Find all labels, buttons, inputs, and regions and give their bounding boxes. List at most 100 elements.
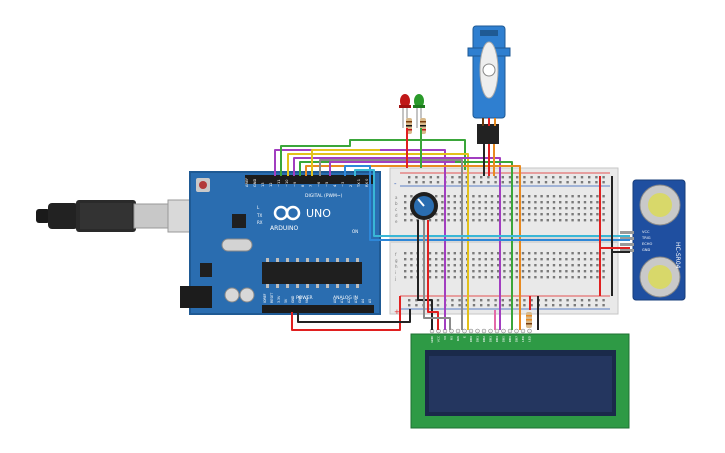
rail-hole xyxy=(465,299,468,302)
breadboard-hole xyxy=(453,270,456,273)
breadboard-hole xyxy=(490,213,494,216)
breadboard-hole xyxy=(602,252,605,255)
breadboard-hole xyxy=(478,264,481,267)
rail-hole xyxy=(566,304,569,307)
rail-hole xyxy=(494,176,497,179)
rail-hole xyxy=(458,176,461,179)
rail-hole xyxy=(487,181,490,184)
breadboard-hole xyxy=(565,252,568,255)
lcd-pin-label: GND xyxy=(430,335,434,343)
breadboard-hole xyxy=(490,201,494,204)
breadboard-hole xyxy=(583,207,587,210)
breadboard-hole xyxy=(590,264,593,267)
breadboard-hole xyxy=(484,252,487,255)
breadboard-hole xyxy=(552,213,556,216)
rail-hole xyxy=(573,176,576,179)
breadboard-hole xyxy=(577,219,580,222)
breadboard-hole xyxy=(404,270,407,273)
breadboard-hole xyxy=(602,219,605,222)
power-label: POWER xyxy=(296,295,313,301)
breadboard-hole xyxy=(559,252,562,255)
rail-hole xyxy=(595,304,598,307)
power-pin-label: RESET xyxy=(270,293,274,303)
breadboard-hole xyxy=(472,195,475,198)
rail-hole xyxy=(436,176,440,179)
breadboard-hole xyxy=(571,219,574,222)
breadboard-hole xyxy=(596,276,599,279)
lcd-pin-label: DB3 xyxy=(489,336,493,342)
rail-hole xyxy=(588,176,591,179)
breadboard-hole xyxy=(503,264,506,267)
breadboard-hole xyxy=(521,270,525,273)
breadboard-hole xyxy=(596,207,599,210)
lcd-pin-label: DB5 xyxy=(502,336,506,342)
rail-hole xyxy=(523,304,526,307)
breadboard-hole xyxy=(590,252,593,255)
breadboard-hole xyxy=(540,264,543,267)
breadboard-hole xyxy=(441,207,444,210)
breadboard-hole xyxy=(503,270,506,273)
rail-hole xyxy=(472,299,476,302)
breadboard-hole xyxy=(596,195,599,198)
breadboard-hole xyxy=(552,276,556,279)
breadboard-hole xyxy=(602,264,605,267)
lcd-pin xyxy=(514,328,519,334)
rail-hole xyxy=(415,299,418,302)
breadboard-hole xyxy=(453,252,456,255)
breadboard-hole xyxy=(577,276,580,279)
breadboard-hole xyxy=(528,270,531,273)
breadboard-hole xyxy=(503,252,506,255)
lcd-pin xyxy=(520,328,526,334)
breadboard-hole xyxy=(528,264,531,267)
lcd-pin-label: LED xyxy=(521,335,525,342)
breadboard-hole xyxy=(410,258,413,261)
breadboard-hole xyxy=(484,270,487,273)
row-letter: h xyxy=(395,264,398,269)
sensor-pin-label: TRIG xyxy=(641,236,651,240)
breadboard-hole xyxy=(546,270,549,273)
row-letter: j xyxy=(394,276,396,281)
breadboard-hole xyxy=(559,264,562,267)
breadboard-hole xyxy=(540,195,543,198)
breadboard-hole xyxy=(453,219,456,222)
breadboard-hole xyxy=(484,195,487,198)
breadboard-hole xyxy=(428,252,432,255)
potentiometer[interactable] xyxy=(410,192,438,220)
breadboard-hole xyxy=(441,264,444,267)
breadboard-hole xyxy=(509,276,512,279)
breadboard-hole xyxy=(453,264,456,267)
breadboard-hole xyxy=(521,264,525,267)
breadboard-hole xyxy=(447,207,450,210)
breadboard-hole xyxy=(528,252,531,255)
breadboard-hole xyxy=(472,270,475,273)
wire-yellow-1 xyxy=(287,153,469,330)
breadboard-hole xyxy=(521,252,525,255)
rail-hole xyxy=(487,299,490,302)
rail-hole xyxy=(566,181,569,184)
breadboard-hole xyxy=(484,207,487,210)
wire-pot-vcc xyxy=(427,220,439,330)
breadboard-hole xyxy=(453,213,456,216)
breadboard-hole xyxy=(478,213,481,216)
breadboard-hole xyxy=(515,276,518,279)
breadboard-hole xyxy=(583,219,587,222)
rail-hole xyxy=(508,299,512,302)
pin-number-label: 2 xyxy=(349,185,353,187)
breadboard-hole xyxy=(515,219,518,222)
breadboard-hole xyxy=(484,201,487,204)
rail-hole xyxy=(508,304,512,307)
breadboard-hole xyxy=(565,270,568,273)
reset-button[interactable] xyxy=(199,181,207,189)
breadboard-hole xyxy=(435,195,438,198)
breadboard-hole xyxy=(559,195,562,198)
breadboard-hole xyxy=(546,219,549,222)
rail-hole xyxy=(588,299,591,302)
rail-hole xyxy=(516,299,519,302)
rail-hole xyxy=(595,181,598,184)
breadboard-hole xyxy=(590,195,593,198)
breadboard-hole xyxy=(404,264,407,267)
rail-hole xyxy=(516,304,519,307)
breadboard-hole xyxy=(565,201,568,204)
